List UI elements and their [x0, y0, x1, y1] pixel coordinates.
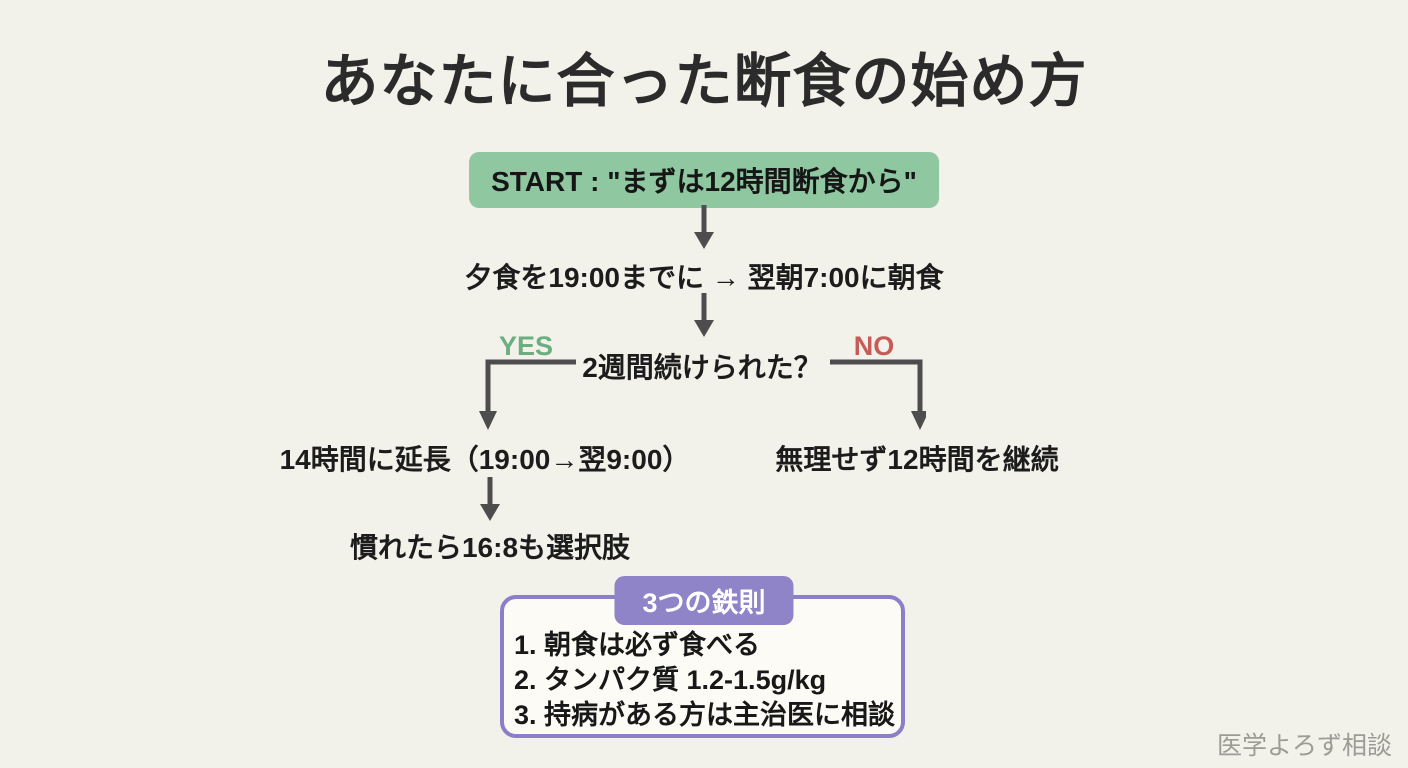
yes-branch-label: YES	[498, 331, 554, 361]
page-title: あなたに合った断食の始め方	[320, 49, 1088, 114]
watermark-text: 医学よろず相談	[1216, 732, 1392, 760]
yes-path-step-text: 14時間に延長（19:00→翌9:00）	[279, 444, 691, 475]
elbow-arrow-no-icon	[830, 359, 926, 430]
start-node: START : "まずは12時間断食から"	[469, 152, 939, 208]
arrow-down-start-to-step1-icon	[694, 205, 714, 249]
arrow-down-yes-next-icon	[480, 477, 500, 521]
rule-item-2: 2. タンパク質 1.2-1.5g/kg	[514, 665, 827, 695]
rule-item-1: 1. 朝食は必ず食べる	[514, 630, 761, 660]
decision-question: 2週間続けられた？	[582, 352, 822, 383]
rules-heading: 3つの鉄則	[614, 576, 794, 625]
no-path-step-text: 無理せず12時間を継続	[775, 444, 1059, 475]
no-branch-label: NO	[853, 331, 895, 361]
elbow-arrow-yes-icon	[479, 359, 576, 430]
rules-list: 1. 朝食は必ず食べる 2. タンパク質 1.2-1.5g/kg 3. 持病があ…	[514, 628, 895, 733]
step1-text: 夕食を19:00までに → 翌朝7:00に朝食	[464, 262, 944, 293]
arrow-down-step1-to-decision-icon	[694, 293, 714, 337]
yes-path-next-text: 慣れたら16:8も選択肢	[349, 532, 631, 563]
rule-item-3: 3. 持病がある方は主治医に相談	[514, 700, 896, 730]
